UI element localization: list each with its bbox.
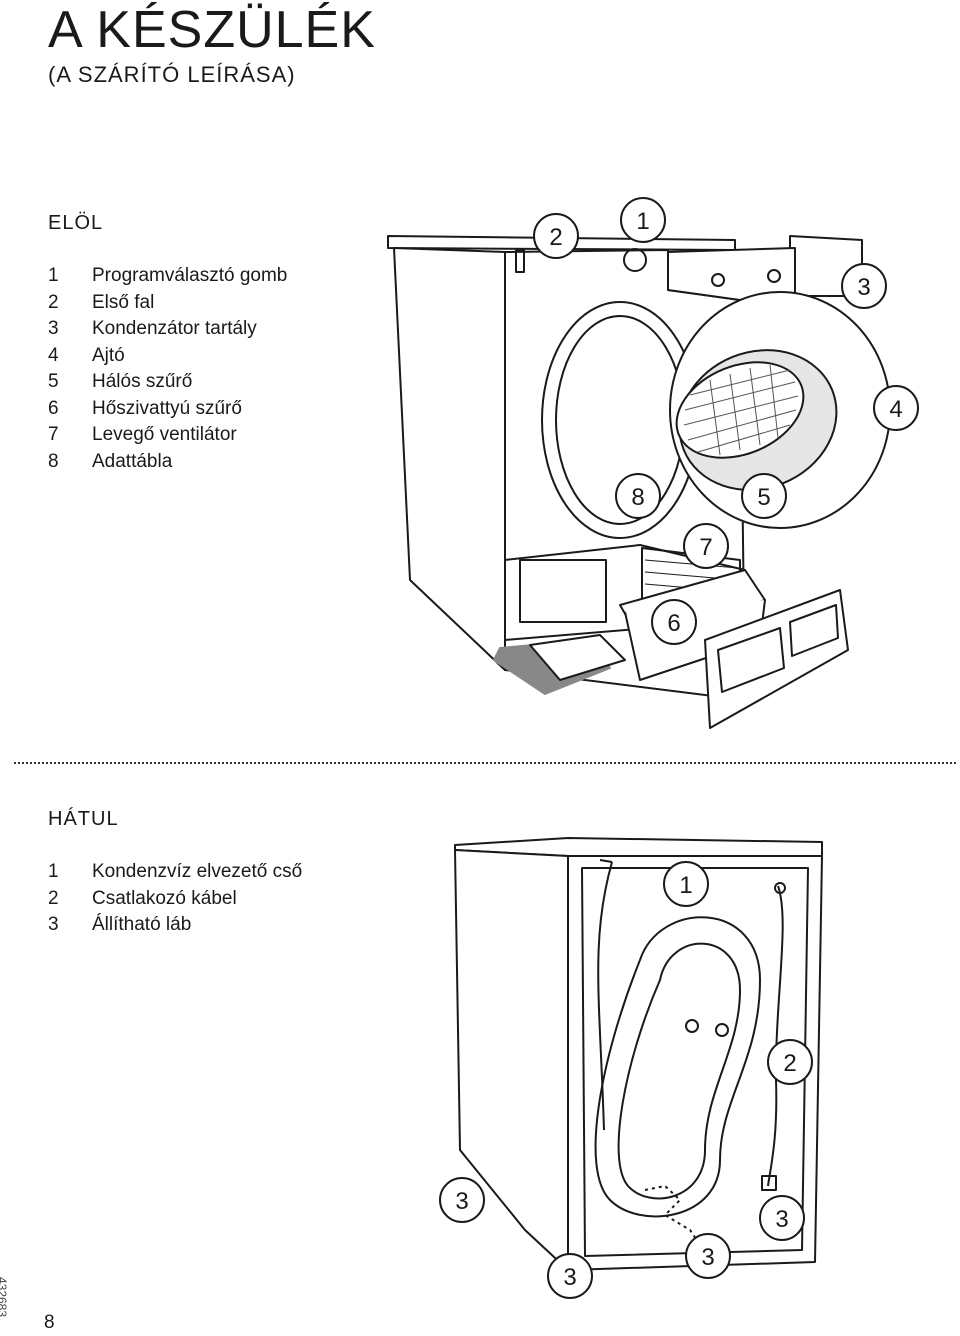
- callout-3: 3: [775, 1206, 788, 1233]
- callout-4: 4: [889, 396, 902, 423]
- page-number: 8: [44, 1312, 55, 1333]
- callout-1: 1: [679, 872, 692, 899]
- callout-3: 3: [701, 1244, 714, 1271]
- callout-1: 1: [636, 208, 649, 235]
- front-callouts: 1 2 3 4 5 6 7 8: [533, 197, 919, 645]
- page-title: A KÉSZÜLÉK: [48, 1, 376, 59]
- callout-3: 3: [857, 274, 870, 301]
- front-heading: ELÖL: [48, 212, 104, 234]
- callout-2: 2: [549, 224, 562, 251]
- back-heading: HÁTUL: [48, 808, 119, 830]
- callout-3: 3: [455, 1188, 468, 1215]
- section-divider: [14, 762, 956, 764]
- callout-7: 7: [699, 534, 712, 561]
- dryer-front-illustration: 1 2 3 4 5 6 7 8: [387, 197, 919, 729]
- doc-code: 432683: [0, 1276, 10, 1318]
- callout-6: 6: [667, 610, 680, 637]
- page-subtitle: (A SZÁRÍTÓ LEÍRÁSA): [48, 62, 296, 87]
- callout-8: 8: [631, 484, 644, 511]
- dryer-back-illustration: 1 2 3 3 3 3: [439, 837, 823, 1299]
- back-callouts: 1 2 3 3 3 3: [439, 861, 813, 1299]
- callout-5: 5: [757, 484, 770, 511]
- callout-3: 3: [563, 1264, 576, 1291]
- callout-2: 2: [783, 1050, 796, 1077]
